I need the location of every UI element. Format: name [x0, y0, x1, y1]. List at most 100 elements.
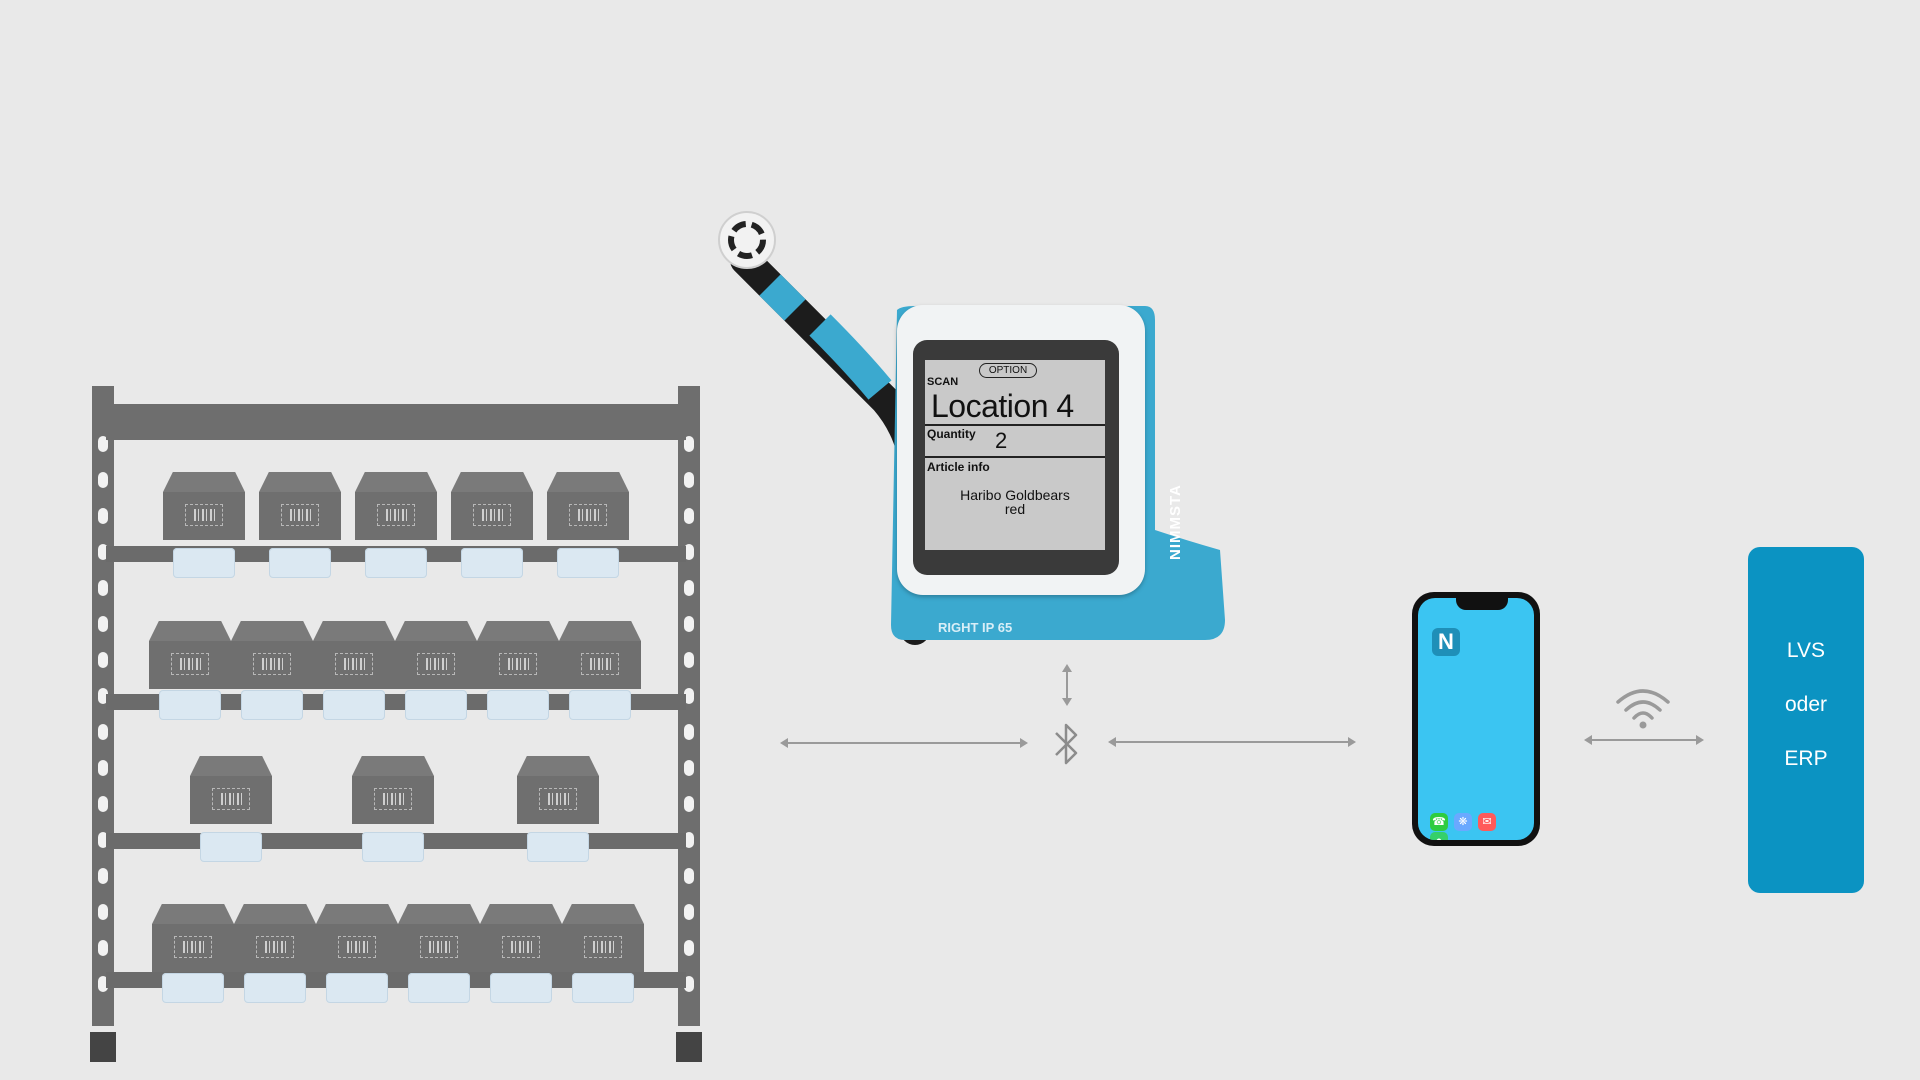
scanner-article-label: Article info: [927, 460, 990, 474]
shelf-label-tag: [572, 973, 634, 1003]
bin-lid: [480, 904, 562, 924]
shelf-label-tag: [200, 832, 262, 862]
shelf-foot-right: [676, 1032, 702, 1062]
shelf-hole: [98, 580, 108, 596]
barcode-icon: [253, 653, 291, 675]
shelf-label-tag: [487, 690, 549, 720]
shelf-top-beam: [106, 404, 686, 440]
barcode-icon: [256, 936, 294, 958]
bin-lid: [231, 621, 313, 641]
shelf-hole: [98, 616, 108, 632]
shelf-label-tag: [490, 973, 552, 1003]
bin-lid: [395, 621, 477, 641]
storage-bin: [152, 904, 234, 972]
bin-lid: [451, 472, 533, 492]
shelf-hole: [98, 724, 108, 740]
wifi-icon: [1616, 689, 1670, 729]
shelf-hole: [684, 616, 694, 632]
scanner-brand-logo: NIMMSTA: [1167, 484, 1184, 560]
shelf-hole: [684, 832, 694, 848]
barcode-icon: [584, 936, 622, 958]
storage-bin: [231, 621, 313, 689]
screen-divider: [925, 424, 1105, 426]
wearable-scanner: OPTION SCAN Location 4 Quantity 2 Articl…: [715, 200, 1235, 650]
shelf-hole: [98, 508, 108, 524]
shelf-label-tag: [244, 973, 306, 1003]
browser-icon[interactable]: ❋: [1454, 813, 1472, 831]
barcode-icon: [338, 936, 376, 958]
shelf-hole: [98, 940, 108, 956]
storage-bin: [149, 621, 231, 689]
shelf-hole: [98, 472, 108, 488]
phone-notch: [1456, 598, 1508, 610]
lvs-erp-system-box: LVS oder ERP: [1748, 547, 1864, 893]
shelf-label-tag: [461, 548, 523, 578]
shelf-label-tag: [326, 973, 388, 1003]
bin-lid: [149, 621, 231, 641]
shelf-hole: [98, 868, 108, 884]
barcode-icon: [539, 788, 577, 810]
bin-lid: [547, 472, 629, 492]
storage-bin: [480, 904, 562, 972]
bin-lid: [259, 472, 341, 492]
barcode-icon: [281, 504, 319, 526]
shelf-hole: [98, 832, 108, 848]
shelf-label-tag: [241, 690, 303, 720]
system-label-erp: ERP: [1784, 747, 1828, 770]
shelf-hole: [684, 904, 694, 920]
shelf-label-tag: [162, 973, 224, 1003]
shelf-hole: [684, 976, 694, 992]
storage-bin: [355, 472, 437, 540]
storage-bin: [398, 904, 480, 972]
mail-icon[interactable]: ✉: [1478, 813, 1496, 831]
shelf-label-tag: [405, 690, 467, 720]
storage-bin: [559, 621, 641, 689]
shelf-hole: [98, 688, 108, 704]
scanner-quantity-label: Quantity: [927, 427, 976, 441]
article-line-2: red: [1004, 501, 1026, 517]
bin-lid: [316, 904, 398, 924]
shelf-hole: [684, 868, 694, 884]
shelf-hole: [684, 724, 694, 740]
shelf-hole: [684, 472, 694, 488]
phone-app-icon[interactable]: N: [1432, 628, 1460, 656]
article-line-1: Haribo Goldbears: [960, 487, 1070, 503]
barcode-icon: [499, 653, 537, 675]
shelf-label-tag: [173, 548, 235, 578]
bin-lid: [477, 621, 559, 641]
barcode-icon: [502, 936, 540, 958]
bin-lid: [234, 904, 316, 924]
scanner-location-text: Location 4: [931, 388, 1074, 424]
shelf-hole: [684, 544, 694, 560]
shelf-label-tag: [527, 832, 589, 862]
bin-lid: [559, 621, 641, 641]
barcode-icon: [212, 788, 250, 810]
storage-bin: [517, 756, 599, 824]
bin-lid: [163, 472, 245, 492]
messages-icon[interactable]: ●: [1430, 832, 1448, 840]
phone-call-icon[interactable]: ☎: [1430, 813, 1448, 831]
bin-lid: [398, 904, 480, 924]
barcode-icon: [417, 653, 455, 675]
vertical-arrow: [1062, 664, 1072, 706]
barcode-icon: [171, 653, 209, 675]
storage-bin: [395, 621, 477, 689]
barcode-icon: [377, 504, 415, 526]
shelf-hole: [98, 904, 108, 920]
storage-bin: [234, 904, 316, 972]
arrow-phone-to-system: [1584, 735, 1704, 745]
bin-lid: [313, 621, 395, 641]
scanner-article-info: Haribo Goldbears red: [925, 488, 1105, 516]
shelf-hole: [684, 436, 694, 452]
shelf-label-tag: [362, 832, 424, 862]
arrow-shelf-to-bluetooth: [780, 738, 1028, 748]
bin-lid: [562, 904, 644, 924]
barcode-icon: [420, 936, 458, 958]
storage-bin: [313, 621, 395, 689]
shelf-hole: [684, 940, 694, 956]
storage-bin: [190, 756, 272, 824]
barcode-icon: [335, 653, 373, 675]
storage-bin: [259, 472, 341, 540]
storage-bin: [477, 621, 559, 689]
